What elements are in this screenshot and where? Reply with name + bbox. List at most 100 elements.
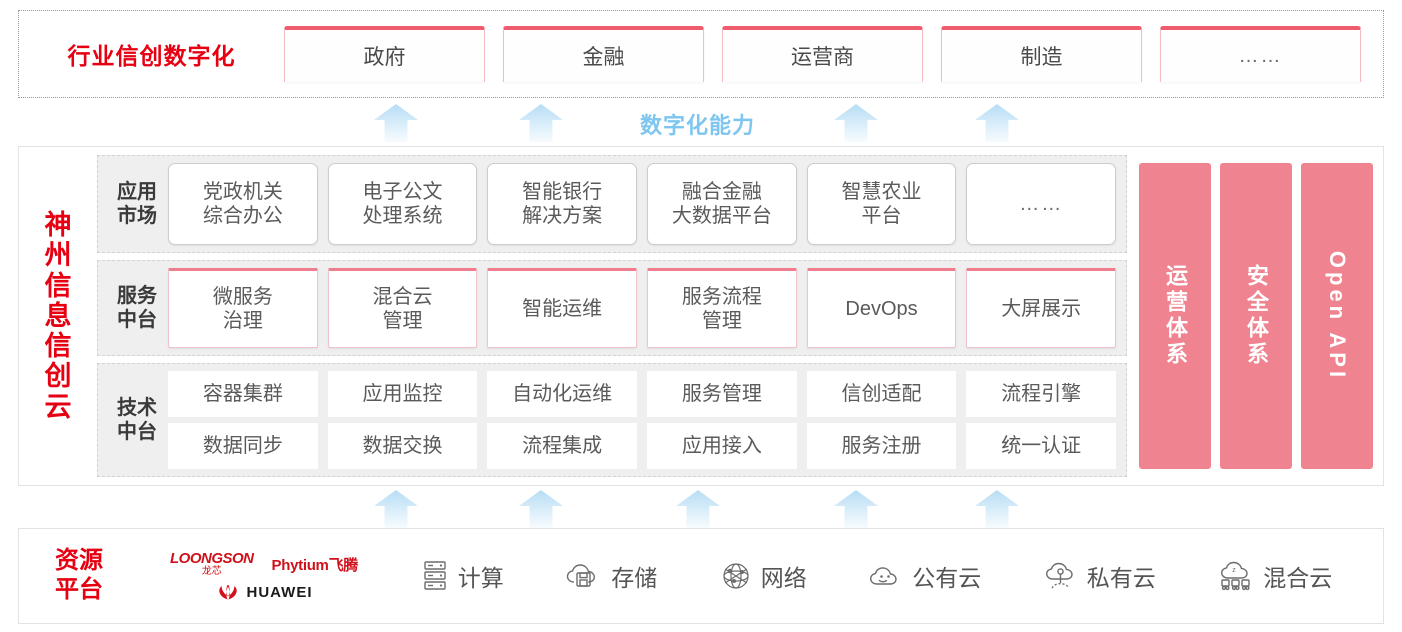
resource-item-network[interactable]: 网络 bbox=[719, 559, 807, 593]
vendor-logo-row-2: HUAWEI bbox=[216, 583, 313, 601]
tier-label-tech-platform: 技术 中台 bbox=[106, 396, 168, 444]
industry-card-manufacturing[interactable]: 制造 bbox=[941, 26, 1142, 82]
industry-card-finance[interactable]: 金融 bbox=[503, 26, 704, 82]
resource-item-hybrid-cloud-label: 混合云 bbox=[1263, 565, 1333, 591]
huawei-logo-text: HUAWEI bbox=[246, 583, 313, 601]
resource-item-compute-label: 计算 bbox=[457, 565, 504, 591]
tier-label-service-platform: 服务 中台 bbox=[106, 284, 168, 332]
up-arrow-icon bbox=[975, 104, 1019, 142]
cloud-tier-list: 应用 市场 党政机关 综合办公 电子公文 处理系统 智能银行 解决方案 融合金融… bbox=[97, 155, 1127, 477]
svc-card-service-process-mgmt[interactable]: 服务流程 管理 bbox=[647, 268, 797, 348]
tech-cell-app-access[interactable]: 应用接入 bbox=[647, 423, 797, 469]
up-arrow-icon bbox=[834, 490, 878, 528]
up-arrow-icon bbox=[834, 104, 878, 142]
public-cloud-icon bbox=[868, 562, 904, 590]
resource-item-compute[interactable]: 计算 bbox=[420, 559, 504, 593]
tech-cell-xinchuang-adapt[interactable]: 信创适配 bbox=[806, 371, 957, 417]
cloud-title-char: 创 bbox=[44, 361, 72, 392]
tech-row-1: 容器集群 应用监控 自动化运维 服务管理 信创适配 流程引擎 bbox=[168, 371, 1117, 417]
pillar-security-label: 安全体系 bbox=[1244, 264, 1269, 368]
svc-card-intelligent-ops[interactable]: 智能运维 bbox=[487, 268, 638, 348]
pillar-open-api-label: Open API bbox=[1325, 250, 1351, 382]
resource-item-private-cloud-label: 私有云 bbox=[1086, 565, 1156, 591]
cloud-panel: 神 州 信 息 信 创 云 应用 市场 党政机关 综合办公 电子公文 处理系统 bbox=[18, 146, 1384, 486]
tier-label-line: 中台 bbox=[117, 309, 157, 331]
resource-platform-band: 资源 平台 LOONGSON 龙芯 Phytium飞腾 bbox=[18, 528, 1384, 624]
cloud-title-char: 信 bbox=[44, 270, 72, 301]
app-card-smart-agri[interactable]: 智慧农业 平台 bbox=[806, 163, 957, 245]
cloud-pillar-list: 运营体系 安全体系 Open API bbox=[1135, 155, 1373, 477]
tech-cell-data-sync[interactable]: 数据同步 bbox=[168, 423, 318, 469]
tech-cell-container-cluster[interactable]: 容器集群 bbox=[168, 371, 318, 417]
svc-card-devops[interactable]: DevOps bbox=[806, 268, 957, 348]
app-card-smart-bank[interactable]: 智能银行 解决方案 bbox=[487, 163, 638, 245]
resource-item-storage-label: 存储 bbox=[611, 565, 658, 591]
svc-card-microservice-governance[interactable]: 微服务 治理 bbox=[168, 268, 318, 348]
loongson-logo-subtext: 龙芯 bbox=[201, 566, 222, 577]
cloud-title-char: 息 bbox=[44, 300, 72, 331]
tech-cell-unified-auth[interactable]: 统一认证 bbox=[966, 423, 1117, 469]
pillar-operations-label: 运营体系 bbox=[1163, 264, 1188, 368]
industry-card-government[interactable]: 政府 bbox=[284, 26, 485, 82]
resource-item-private-cloud[interactable]: 私有云 bbox=[1043, 559, 1156, 593]
loongson-logo-text: LOONGSON bbox=[170, 550, 254, 567]
tech-cell-data-exchange[interactable]: 数据交换 bbox=[327, 423, 478, 469]
industry-card-telecom[interactable]: 运营商 bbox=[722, 26, 923, 82]
app-card-e-document[interactable]: 电子公文 处理系统 bbox=[327, 163, 478, 245]
pillar-operations[interactable]: 运营体系 bbox=[1139, 163, 1211, 469]
up-arrow-icon bbox=[519, 490, 563, 528]
up-arrow-icon bbox=[374, 104, 418, 142]
pillar-open-api[interactable]: Open API bbox=[1301, 163, 1373, 469]
resource-title-line: 平台 bbox=[55, 576, 103, 603]
capability-label: 数字化能力 bbox=[640, 113, 756, 138]
industry-band-title: 行业信创数字化 bbox=[67, 43, 236, 69]
tier-label-line: 应用 bbox=[117, 181, 157, 203]
pillar-security[interactable]: 安全体系 bbox=[1220, 163, 1292, 469]
cloud-title-char: 州 bbox=[44, 240, 72, 271]
resource-platform-title: 资源 平台 bbox=[19, 547, 139, 605]
svg-text:z: z bbox=[1233, 567, 1237, 574]
huawei-flower-icon bbox=[216, 583, 240, 601]
vendor-logo-row-1: LOONGSON 龙芯 Phytium飞腾 bbox=[170, 551, 358, 577]
tech-cell-process-engine[interactable]: 流程引擎 bbox=[966, 371, 1117, 417]
tier-service-card-list: 微服务 治理 混合云 管理 智能运维 服务流程 管理 DevOps 大屏展示 bbox=[168, 268, 1117, 348]
app-card-gov-office[interactable]: 党政机关 综合办公 bbox=[168, 163, 318, 245]
tech-cell-service-registry[interactable]: 服务注册 bbox=[806, 423, 957, 469]
cloud-storage-icon bbox=[565, 561, 603, 591]
app-card-finance-bigdata[interactable]: 融合金融 大数据平台 bbox=[647, 163, 797, 245]
resource-item-network-label: 网络 bbox=[760, 565, 807, 591]
loongson-logo: LOONGSON 龙芯 bbox=[170, 551, 254, 577]
resource-item-public-cloud-label: 公有云 bbox=[912, 565, 982, 591]
tier-label-line: 中台 bbox=[117, 421, 157, 443]
cloud-panel-body: 应用 市场 党政机关 综合办公 电子公文 处理系统 智能银行 解决方案 融合金融… bbox=[97, 147, 1383, 485]
tech-cell-service-mgmt[interactable]: 服务管理 bbox=[647, 371, 797, 417]
tier-label-line: 技术 bbox=[117, 397, 157, 419]
svc-card-dashboard[interactable]: 大屏展示 bbox=[966, 268, 1117, 348]
huawei-logo: HUAWEI bbox=[216, 583, 313, 601]
tech-cell-automated-ops[interactable]: 自动化运维 bbox=[487, 371, 638, 417]
industry-card-more[interactable]: …… bbox=[1160, 26, 1361, 82]
vendor-logo-group: LOONGSON 龙芯 Phytium飞腾 HUAWEI bbox=[139, 551, 389, 601]
resource-item-list: 计算 存储 bbox=[389, 559, 1383, 593]
svc-card-hybrid-cloud-mgmt[interactable]: 混合云 管理 bbox=[327, 268, 478, 348]
resource-item-storage[interactable]: 存储 bbox=[565, 559, 657, 593]
tier-service-platform: 服务 中台 微服务 治理 混合云 管理 智能运维 服务流程 管理 DevOps … bbox=[97, 260, 1127, 356]
server-rack-icon bbox=[420, 559, 450, 593]
tech-cell-app-monitoring[interactable]: 应用监控 bbox=[327, 371, 478, 417]
network-mesh-icon bbox=[719, 560, 753, 592]
hybrid-cloud-icon: z bbox=[1217, 561, 1255, 591]
resource-item-hybrid-cloud[interactable]: z 混合云 bbox=[1217, 559, 1332, 593]
cloud-title-char: 云 bbox=[44, 391, 72, 422]
phytium-logo: Phytium飞腾 bbox=[271, 556, 359, 574]
up-arrow-icon bbox=[374, 490, 418, 528]
up-arrow-icon bbox=[519, 104, 563, 142]
industry-band: 行业信创数字化 政府 金融 运营商 制造 …… bbox=[18, 10, 1384, 98]
tech-cell-process-integration[interactable]: 流程集成 bbox=[487, 423, 638, 469]
tier-label-app-market: 应用 市场 bbox=[106, 180, 168, 228]
cloud-title-char: 神 bbox=[44, 210, 72, 241]
app-card-more[interactable]: …… bbox=[966, 163, 1117, 245]
tier-tech-platform: 技术 中台 容器集群 应用监控 自动化运维 服务管理 信创适配 流程引擎 bbox=[97, 363, 1127, 477]
tier-tech-row-list: 容器集群 应用监控 自动化运维 服务管理 信创适配 流程引擎 数据同步 数据交换… bbox=[168, 371, 1117, 469]
resource-item-public-cloud[interactable]: 公有云 bbox=[868, 559, 981, 593]
